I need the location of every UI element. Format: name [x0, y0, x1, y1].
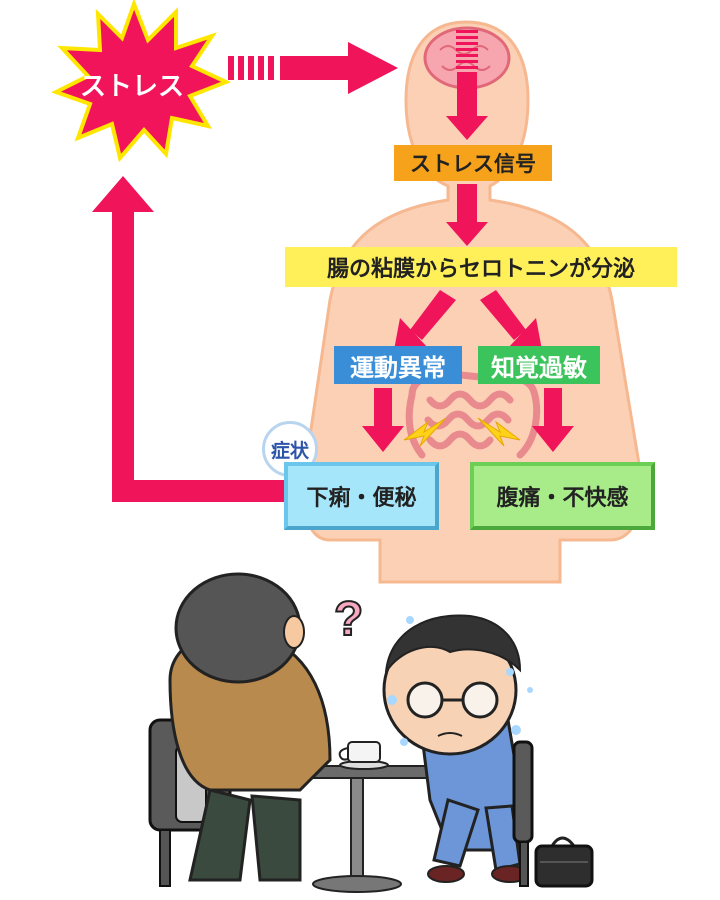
secretion-to-motility-arrow: [394, 290, 456, 350]
man-back-view: [168, 572, 332, 882]
signal-to-secretion-arrow: [446, 184, 488, 246]
stress-to-brain-arrow: [228, 42, 398, 94]
lightning-icon: [403, 417, 521, 447]
coffee-cup-icon: [338, 741, 389, 770]
stress-signal-box: ストレス信号: [394, 145, 552, 181]
chair-right: [512, 740, 534, 887]
perception-to-symptom-arrow: [532, 388, 574, 452]
abdominal-pain-discomfort-box: 腹痛・不快感: [470, 462, 655, 530]
hypersensitivity-box: 知覚過敏: [478, 346, 600, 384]
secretion-to-perception-arrow: [480, 290, 542, 350]
serotonin-secretion-box: 腸の粘膜からセロトニンが分泌: [285, 247, 677, 287]
stress-burst-icon: [50, 0, 232, 163]
diarrhea-constipation-box: 下痢・便秘: [284, 462, 439, 530]
stress-label: ストレス: [79, 71, 184, 102]
feedback-arrow: [92, 176, 286, 502]
cartoon-scene: ?: [148, 572, 594, 893]
briefcase-icon: [534, 836, 594, 888]
question-mark-icon: ?: [334, 593, 363, 646]
motility-abnormality-box: 運動異常: [334, 346, 462, 384]
motility-to-symptom-arrow: [362, 388, 404, 452]
brain-to-signal-arrow: [446, 30, 488, 140]
sweating-man: [382, 614, 533, 883]
